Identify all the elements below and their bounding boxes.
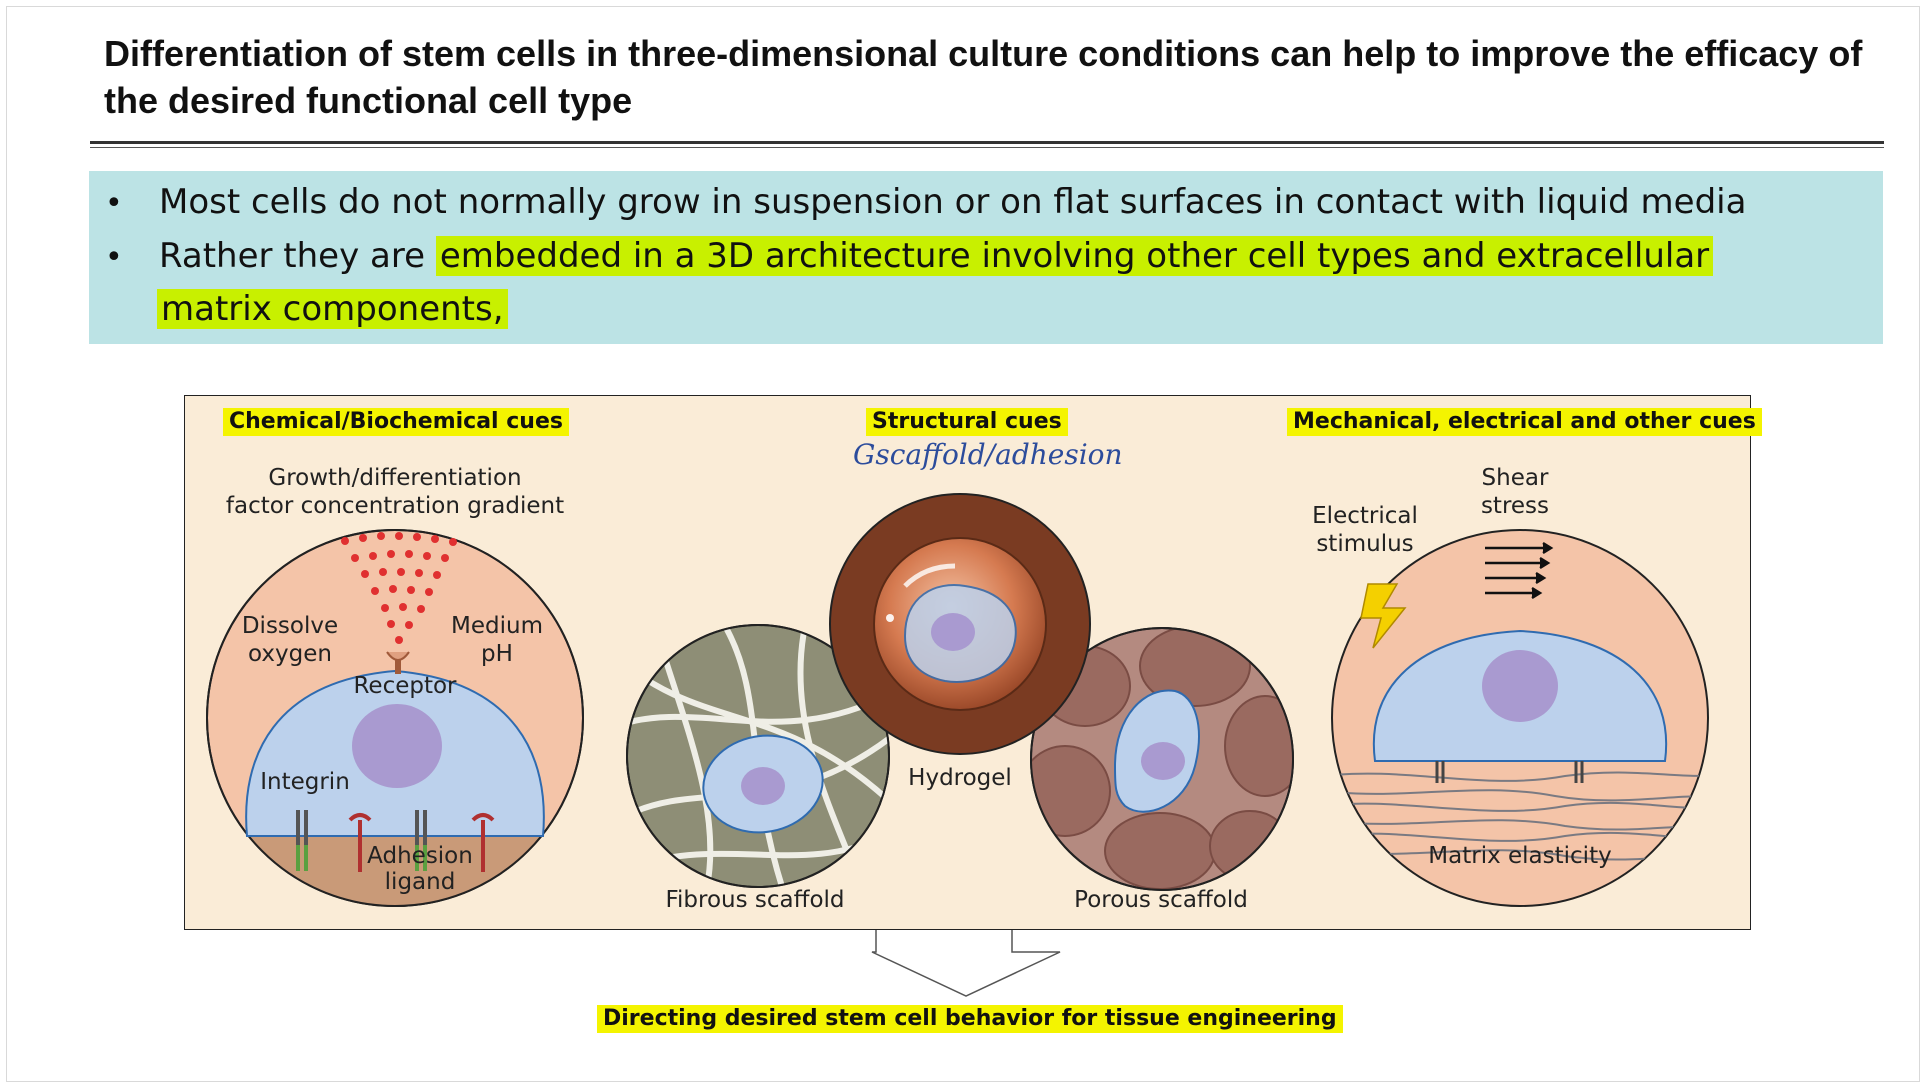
title-divider xyxy=(90,141,1884,144)
bullet-2-highlight-2: matrix components, xyxy=(157,289,508,329)
integrin-label: Integrin xyxy=(260,769,350,795)
hydrogel-label: Hydrogel xyxy=(908,765,1012,791)
lightning-icon xyxy=(1360,583,1407,649)
matrix-fibers xyxy=(1332,771,1708,861)
slide-title: Differentiation of stem cells in three-d… xyxy=(104,33,1863,121)
bullet-marker: • xyxy=(105,186,123,221)
bullet-marker: • xyxy=(105,240,123,275)
gradient-label-2: factor concentration gradient xyxy=(225,493,565,519)
matrix-elasticity-label: Matrix elasticity xyxy=(1428,843,1612,869)
dissolve-label-2: oxygen xyxy=(248,641,332,667)
shear-label-2: stress xyxy=(1480,493,1550,519)
dissolve-label-1: Dissolve xyxy=(241,613,339,639)
chemical-cues-circle xyxy=(206,529,584,907)
down-arrow-icon xyxy=(871,930,1061,997)
figure-illustration xyxy=(206,493,1709,907)
fibrous-label: Fibrous scaffold xyxy=(665,887,845,913)
bullet-1: Most cells do not normally grow in suspe… xyxy=(159,182,1747,222)
shear-arrows-icon xyxy=(1485,541,1554,600)
bullet-2: Rather they are embedded in a 3D archite… xyxy=(159,235,1714,277)
hydrogel-circle xyxy=(829,493,1091,755)
gradient-label-1: Growth/differentiation xyxy=(268,465,522,491)
header-structural: Structural cues xyxy=(866,408,1068,436)
header-mechanical: Mechanical, electrical and other cues xyxy=(1287,408,1762,436)
porous-scaffold-circle xyxy=(1030,627,1294,891)
bullet-2-highlight: embedded in a 3D architecture involving … xyxy=(435,236,1714,276)
factor-gradient-dots xyxy=(341,532,457,644)
porous-label: Porous scaffold xyxy=(1074,887,1248,913)
nucleus xyxy=(352,704,442,788)
adhesion-label-1: Adhesion xyxy=(367,843,473,869)
handwritten-note: Gscaffold/adhesion xyxy=(853,438,1123,471)
header-chemical: Chemical/Biochemical cues xyxy=(223,408,569,436)
fibrous-scaffold-circle xyxy=(626,624,890,888)
mechanical-cues-circle xyxy=(1331,529,1709,907)
electrical-label-1: Electrical xyxy=(1312,503,1418,529)
bullet-box: • Most cells do not normally grow in sus… xyxy=(89,171,1883,344)
bullet-2-prefix: Rather they are xyxy=(159,236,426,276)
receptor-label: Receptor xyxy=(353,673,457,699)
stem-cell-cues-figure: Chemical/Biochemical cues Structural cue… xyxy=(184,395,1762,930)
medium-label-1: Medium xyxy=(451,613,543,639)
title-divider-thin xyxy=(90,147,1884,148)
medium-label-2: pH xyxy=(481,641,513,667)
conclusion-label: Directing desired stem cell behavior for… xyxy=(597,1005,1343,1033)
slide-frame xyxy=(6,6,1920,1082)
electrical-label-2: stimulus xyxy=(1316,531,1414,557)
adhesion-label-2: ligand xyxy=(384,869,456,895)
receptor-icon xyxy=(386,651,410,674)
bullet-2-continued: matrix components, xyxy=(157,288,508,330)
shear-label-1: Shear xyxy=(1481,465,1549,491)
matrix-anchor-icons xyxy=(1435,761,1584,783)
integrin-icons xyxy=(296,810,495,872)
